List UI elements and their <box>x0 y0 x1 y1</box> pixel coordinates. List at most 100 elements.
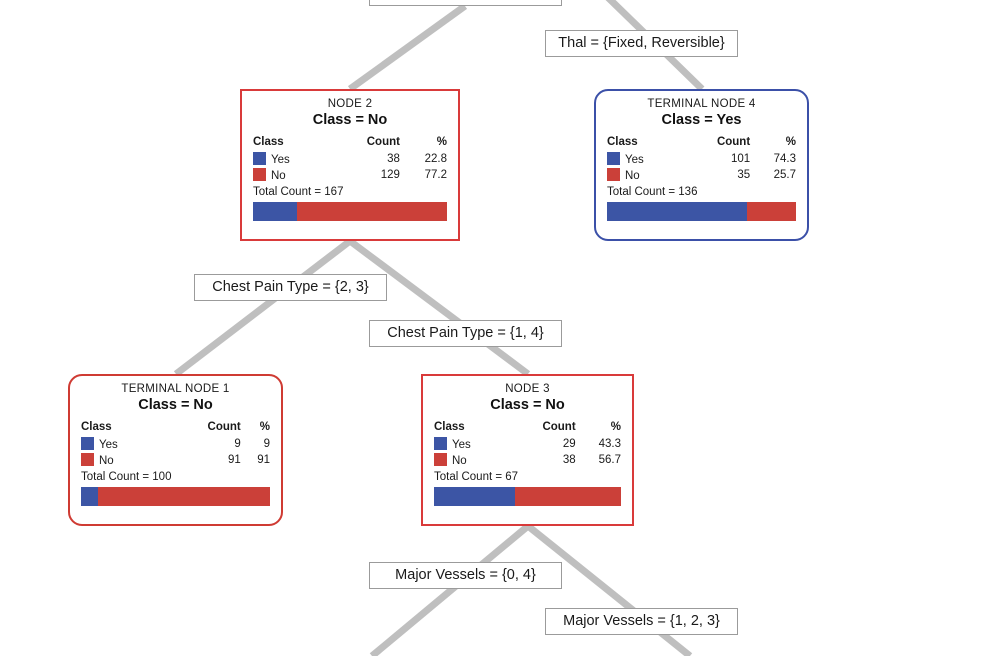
line-root-to-node2 <box>347 3 468 92</box>
edge-mv-0-4[interactable]: Major Vessels = {0, 4} <box>369 562 562 589</box>
edge-thal-fixed-reversible[interactable]: Thal = {Fixed, Reversible} <box>545 30 738 57</box>
distribution-bar-segment-no <box>514 487 621 506</box>
row-count-cell: 35 <box>737 169 751 181</box>
legend-swatch-icon <box>81 453 94 466</box>
legend-swatch-icon <box>81 437 94 450</box>
table-header-row: Class Count% <box>253 136 447 151</box>
row-count-cell: 38 <box>387 153 400 165</box>
table-header-row: Class Count% <box>607 136 796 151</box>
header-count: Count <box>542 421 576 433</box>
legend-swatch-icon <box>607 152 620 165</box>
row-class-cell: Yes <box>81 436 165 452</box>
legend-swatch-icon <box>253 168 266 181</box>
terminal-node-1[interactable]: TERMINAL NODE 1 Class = No Class Count% Yes 9… <box>68 374 283 526</box>
total-count-label: Total Count = 67 <box>434 471 519 483</box>
row-pct-cell: 56.7 <box>598 454 621 466</box>
total-count-label: Total Count = 136 <box>607 186 698 198</box>
row-count-cell: 9 <box>234 438 241 450</box>
header-count: Count <box>366 136 400 148</box>
distribution-bar <box>607 202 796 221</box>
row-count-cell: 101 <box>730 153 751 165</box>
header-pct: % <box>436 136 447 148</box>
row-pct-cell: 43.3 <box>598 438 621 450</box>
header-class: Class <box>434 421 465 433</box>
node-class-label: Class = No <box>312 112 388 128</box>
distribution-bar-segment-no <box>98 487 270 506</box>
row-pct-cell: 74.3 <box>773 153 796 165</box>
distribution-bar-segment-yes <box>607 202 748 221</box>
node-title: NODE 3 <box>505 383 550 395</box>
header-pct: % <box>610 421 621 433</box>
node-title: TERMINAL NODE 4 <box>647 98 756 110</box>
row-class-label: Yes <box>99 439 118 451</box>
header-count: Count <box>716 136 751 148</box>
row-count-cell: 38 <box>562 454 576 466</box>
total-count-label: Total Count = 167 <box>253 186 344 198</box>
header-pct: % <box>785 136 796 148</box>
header-class: Class <box>253 136 284 148</box>
node-title: TERMINAL NODE 1 <box>121 383 230 395</box>
row-pct-cell: 25.7 <box>773 169 796 181</box>
line-node3-to-right <box>525 523 693 656</box>
header-class: Class <box>81 421 112 433</box>
row-class-label: Yes <box>452 439 471 451</box>
node-class-label: Class = No <box>138 397 213 413</box>
row-pct-cell: 9 <box>263 438 270 450</box>
legend-swatch-icon <box>434 437 447 450</box>
row-pct-cell: 77.2 <box>424 169 447 181</box>
line-node2-to-term1 <box>173 238 353 377</box>
line-node2-to-node3 <box>347 238 531 377</box>
distribution-bar-segment-yes <box>253 202 298 221</box>
node-title: NODE 2 <box>327 98 373 110</box>
row-class-cell: Yes <box>607 151 682 167</box>
legend-swatch-icon <box>434 453 447 466</box>
table-row: No 35 25.7 <box>607 167 796 183</box>
line-node3-to-left <box>369 523 531 656</box>
row-class-cell: Yes <box>253 151 330 167</box>
table-header-row: Class Count% <box>434 421 621 436</box>
table-header-row: Class Count% <box>81 421 270 436</box>
row-class-label: No <box>99 455 114 467</box>
distribution-bar-segment-yes <box>81 487 98 506</box>
node-class-label: Class = Yes <box>661 112 742 128</box>
row-class-label: Yes <box>625 154 644 166</box>
row-class-label: No <box>452 455 467 467</box>
root-split-label[interactable]: Thal = {Normal} <box>369 0 562 6</box>
edge-cpt-1-4[interactable]: Chest Pain Type = {1, 4} <box>369 320 562 347</box>
row-class-cell: No <box>81 452 165 468</box>
table-row: No 38 56.7 <box>434 452 621 468</box>
row-class-label: No <box>271 170 286 182</box>
row-class-label: Yes <box>271 154 290 166</box>
row-count-cell: 29 <box>562 438 576 450</box>
row-class-cell: No <box>434 452 508 468</box>
table-row: Yes 9 9 <box>81 436 270 452</box>
header-class: Class <box>607 136 638 148</box>
distribution-bar-segment-no <box>297 202 447 221</box>
header-pct: % <box>259 421 270 433</box>
row-class-cell: Yes <box>434 436 508 452</box>
row-class-label: No <box>625 170 640 182</box>
legend-swatch-icon <box>607 168 620 181</box>
edge-cpt-2-3[interactable]: Chest Pain Type = {2, 3} <box>194 274 387 301</box>
header-count: Count <box>207 421 241 433</box>
distribution-bar <box>253 202 447 221</box>
row-class-cell: No <box>607 167 682 183</box>
distribution-bar <box>81 487 270 506</box>
row-pct-cell: 91 <box>257 454 270 466</box>
table-row: Yes 101 74.3 <box>607 151 796 167</box>
distribution-bar-segment-no <box>747 202 796 221</box>
distribution-bar <box>434 487 621 506</box>
legend-swatch-icon <box>253 152 266 165</box>
edge-mv-1-2-3[interactable]: Major Vessels = {1, 2, 3} <box>545 608 738 635</box>
